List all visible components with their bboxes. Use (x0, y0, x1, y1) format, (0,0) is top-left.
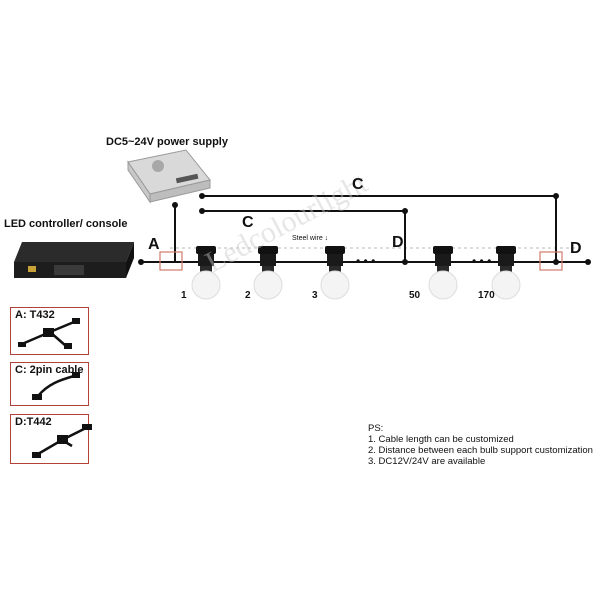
connector-c-top-label: C (352, 176, 364, 193)
controller-label: LED controller/ console (4, 218, 128, 230)
connector-a-label: A (148, 236, 160, 253)
bulb-1 (191, 246, 221, 300)
power-supply-label: DC5~24V power supply (106, 136, 228, 148)
note-item: 1. Cable length can be customized (368, 434, 514, 445)
note-item: 2. Distance between each bulb support cu… (368, 445, 593, 456)
connector-d-mid-label: D (392, 234, 404, 251)
note-item: 3. DC12V/24V are available (368, 456, 486, 467)
bulb-number-50: 50 (409, 290, 421, 301)
bulb-number-170: 170 (478, 290, 495, 301)
svg-text:• • •: • • • (472, 254, 491, 268)
bulb-number-1: 1 (181, 290, 187, 301)
led-controller-image (14, 242, 134, 278)
bulb-3 (320, 246, 350, 300)
legend-t432-label: A: T432 (15, 309, 55, 321)
bulb-50 (428, 246, 458, 300)
bulb-number-3: 3 (312, 290, 318, 301)
legend-2pin-cable: C: 2pin cable (10, 362, 89, 406)
notes-title: PS: (368, 423, 384, 434)
bulb-2 (253, 246, 283, 300)
bulb-number-2: 2 (245, 290, 251, 301)
legend-2pin-cable-label: C: 2pin cable (15, 364, 84, 376)
steel-wire-label: Steel wire ↓ (292, 235, 329, 242)
svg-text:• • •: • • • (356, 254, 375, 268)
connector-d-end-label: D (570, 240, 582, 257)
legend-t442-label: D:T442 (15, 416, 52, 428)
notes: PS: 1. Cable length can be customized 2.… (368, 423, 593, 467)
power-supply-image (127, 149, 211, 204)
legend-t442: D:T442 (10, 414, 89, 464)
bulb-170 (491, 246, 521, 300)
connector-c-mid-label: C (242, 214, 254, 231)
legend-t432: A: T432 (10, 307, 89, 355)
